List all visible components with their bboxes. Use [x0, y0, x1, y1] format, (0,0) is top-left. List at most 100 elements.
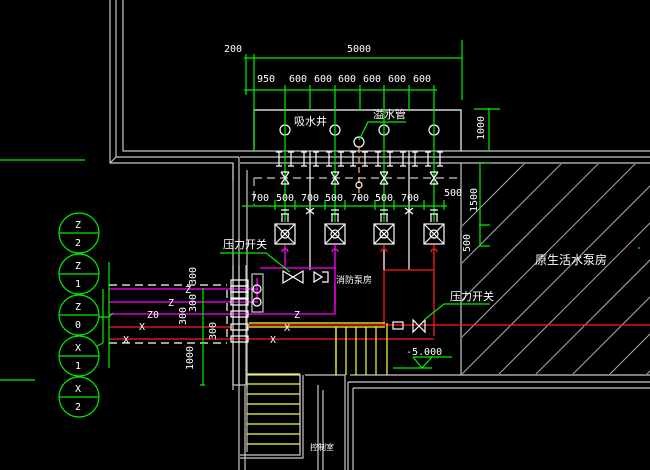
- riser-sleeve: [230, 310, 249, 318]
- pump-dim-1: 700: [251, 193, 269, 204]
- pump-dim-5: 700: [351, 193, 369, 204]
- dim-left-2: 300: [188, 294, 199, 312]
- pipe-label-z-mid: Z: [168, 298, 174, 309]
- pipe-label-z-upper: Z: [185, 285, 191, 296]
- pump-dim-2: 500: [276, 193, 294, 204]
- riser-tag-2: Z1: [58, 253, 100, 295]
- dim-seg-2: 600: [289, 74, 307, 85]
- wall-sleeve: [375, 151, 393, 167]
- dim-left-5: 1000: [185, 346, 196, 370]
- pump-cross: [373, 223, 395, 245]
- elevation-marker: -5.000: [393, 347, 452, 369]
- riser-sleeve: [230, 335, 249, 343]
- dim-well-depth: 1000: [476, 116, 487, 140]
- pressure-switch-leader-right: [423, 303, 490, 321]
- left-dimensions: 300 300 300 300 1000: [0, 159, 219, 386]
- domestic-pump-room-hatch: [462, 164, 650, 374]
- dim-left-4: 300: [208, 322, 219, 340]
- right-dimensions: 1000 1500 500: [462, 108, 640, 252]
- tag-top: Z: [75, 261, 81, 272]
- riser-tag-leader: [99, 262, 114, 368]
- tag-bottom: 0: [75, 320, 81, 331]
- hatch-line: [498, 222, 650, 374]
- gate-valve-2: [412, 318, 426, 334]
- hatch-line: [609, 333, 650, 374]
- hatch-line: [462, 164, 636, 338]
- pipe-label-x-inner-b: X: [270, 335, 276, 346]
- building-walls: [109, 0, 650, 470]
- suction-well-label: 吸水井: [294, 114, 327, 128]
- pipe-label-z-inner: Z: [294, 310, 300, 321]
- pressure-gauge-2: [252, 297, 262, 307]
- riser-sleeve: [230, 291, 249, 299]
- pump-impeller: [429, 229, 439, 239]
- pump-dim-4: 500: [325, 193, 343, 204]
- pump-body: [423, 223, 445, 245]
- dim-left-3: 300: [178, 307, 189, 325]
- dim-seg-7: 600: [413, 74, 431, 85]
- flex-joint: [380, 209, 388, 222]
- gauge-box: [251, 273, 264, 313]
- tag-bottom: 1: [75, 361, 81, 372]
- wall-sleeve: [276, 151, 294, 167]
- suction-valve: [429, 171, 439, 185]
- underground-boundary: [109, 284, 228, 344]
- gate-valve-1: [282, 269, 304, 285]
- overflow-pipe-circle: [353, 136, 365, 148]
- pump-dim-3: 700: [301, 193, 319, 204]
- fire-pipes: 压力开关 消防泵房: [109, 237, 372, 315]
- riser-sleeve: [230, 298, 249, 306]
- pump-dim-7: 700: [401, 193, 419, 204]
- pump-cross: [324, 223, 346, 245]
- stair-side: [246, 374, 301, 452]
- flex-joint: [281, 209, 289, 222]
- pump-1: [274, 151, 296, 253]
- dim-total: 5000: [347, 44, 371, 55]
- wall-sleeve: [350, 151, 368, 167]
- check-valve: [404, 207, 414, 215]
- pipe-label-z0: Z0: [147, 310, 159, 321]
- tag-top: X: [75, 384, 81, 395]
- hatch-line: [462, 164, 525, 227]
- pump-cross: [274, 223, 296, 245]
- wall-sleeve: [301, 151, 319, 167]
- riser-sleeve: [230, 323, 249, 331]
- pipe-label-x-lower: X: [123, 335, 129, 346]
- top-dimensions: 200 5000 950 600 600 600 600 600 600: [224, 40, 463, 151]
- suction-valve: [280, 171, 290, 185]
- pipe-bundle: [230, 265, 264, 385]
- pumps: [274, 147, 445, 270]
- hatch-line: [646, 370, 650, 374]
- pump-impeller: [280, 229, 290, 239]
- dim-seg-4: 600: [338, 74, 356, 85]
- dim-offset: 200: [224, 44, 242, 55]
- wall-sleeve: [400, 151, 418, 167]
- domestic-pump-room-label: 原生活水泵房: [535, 252, 607, 267]
- pipe-labels: Z Z Z0 X X Z X X: [123, 285, 300, 346]
- fire-pump-room-label: 消防泵房: [336, 274, 372, 286]
- pump-dim-6: 500: [375, 193, 393, 204]
- dim-seg-3: 600: [314, 74, 332, 85]
- pipe-label-x-inner-a: X: [284, 323, 290, 334]
- hatch-line: [572, 296, 650, 374]
- elevation-label: -5.000: [406, 347, 442, 358]
- pump-2: [324, 151, 346, 253]
- wall-sleeve: [425, 151, 443, 167]
- tag-bottom: 2: [75, 238, 81, 249]
- dim-room-1500: 1500: [469, 188, 480, 212]
- tag-top: Z: [75, 302, 81, 313]
- stairs: [246, 322, 388, 452]
- suction-valve: [379, 171, 389, 185]
- pressure-switch-leader-left: [220, 252, 291, 273]
- hatch-line: [535, 259, 650, 374]
- pressure-switch-label-left: 压力开关: [223, 237, 267, 251]
- riser-tag-4: X1: [58, 335, 100, 377]
- dim-left-1: 300: [188, 267, 199, 285]
- pump-impeller: [379, 229, 389, 239]
- dim-seg-1: 950: [257, 74, 275, 85]
- hatch-line: [462, 185, 650, 374]
- dim-seg-6: 600: [388, 74, 406, 85]
- check-valve: [305, 207, 315, 215]
